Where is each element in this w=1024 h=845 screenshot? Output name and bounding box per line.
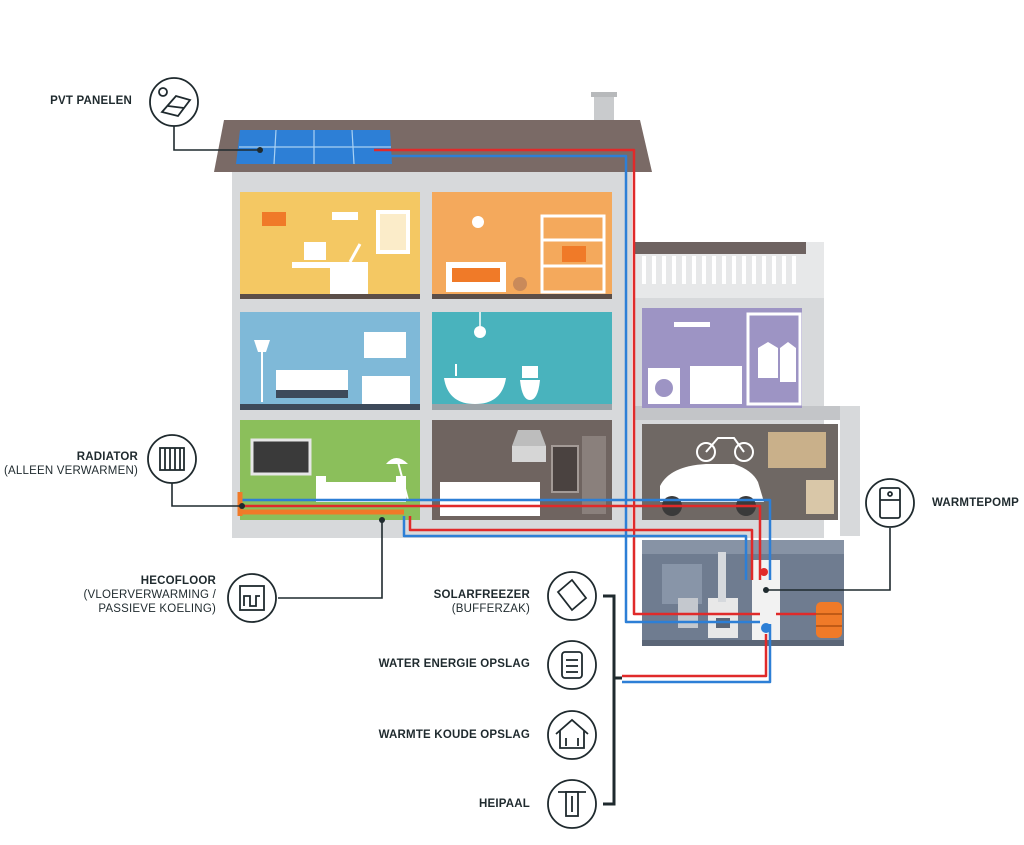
pipe-cold-roof [374,154,760,624]
label-title: RADIATOR [76,451,138,463]
label-warmtepomp: WARMTEPOMP [932,496,1022,510]
label-heipaal: HEIPAAL [420,797,530,811]
chimney [594,94,614,124]
label-subtitle: PASSIEVE KOELING) [98,603,216,615]
pipe-hot-roof [374,148,760,616]
label-hecofloor: HECOFLOOR (VLOERVERWARMING / PASSIEVE KO… [40,574,216,616]
heat-pump-icon [865,478,915,528]
radiator-icon [147,434,197,484]
label-title: WARMTE KOUDE OPSLAG [378,729,530,741]
pvt-panels [236,129,392,165]
pipe-hot-storage [622,634,768,678]
pipe-cold-floor [240,498,772,580]
label-subtitle: (BUFFERZAK) [451,603,530,615]
label-title: HEIPAAL [478,798,530,810]
sun-panel-icon [149,77,199,127]
label-title: WARMTEPOMP [932,497,1019,509]
water-storage-icon [547,640,597,690]
label-title: WATER ENERGIE OPSLAG [378,658,530,670]
pipe-hot-floor [240,504,762,580]
label-title: SOLARFREEZER [433,589,530,601]
solarfreezer-icon [547,571,597,621]
pipe-cold-storage [622,624,772,684]
label-title: PVT PANELEN [50,95,132,107]
label-warmte-koude-opslag: WARMTE KOUDE OPSLAG [340,728,530,742]
label-radiator: RADIATOR (ALLEEN VERWARMEN) [0,450,138,478]
floor-heating-icon [227,573,277,623]
balcony-rail [634,242,806,254]
connectors [171,126,891,806]
heat-cold-storage-icon [547,710,597,760]
label-pvt-panelen: PVT PANELEN [20,94,132,108]
label-subtitle: (ALLEEN VERWARMEN) [4,465,138,477]
label-title: HECOFLOOR [140,575,216,587]
pipes [237,148,816,684]
label-subtitle: (VLOERVERWARMING / [83,589,216,601]
house [214,92,860,646]
label-solarfreezer: SOLARFREEZER (BUFFERZAK) [380,588,530,616]
label-water-energie-opslag: WATER ENERGIE OPSLAG [340,657,530,671]
heat-pile-icon [547,779,597,829]
